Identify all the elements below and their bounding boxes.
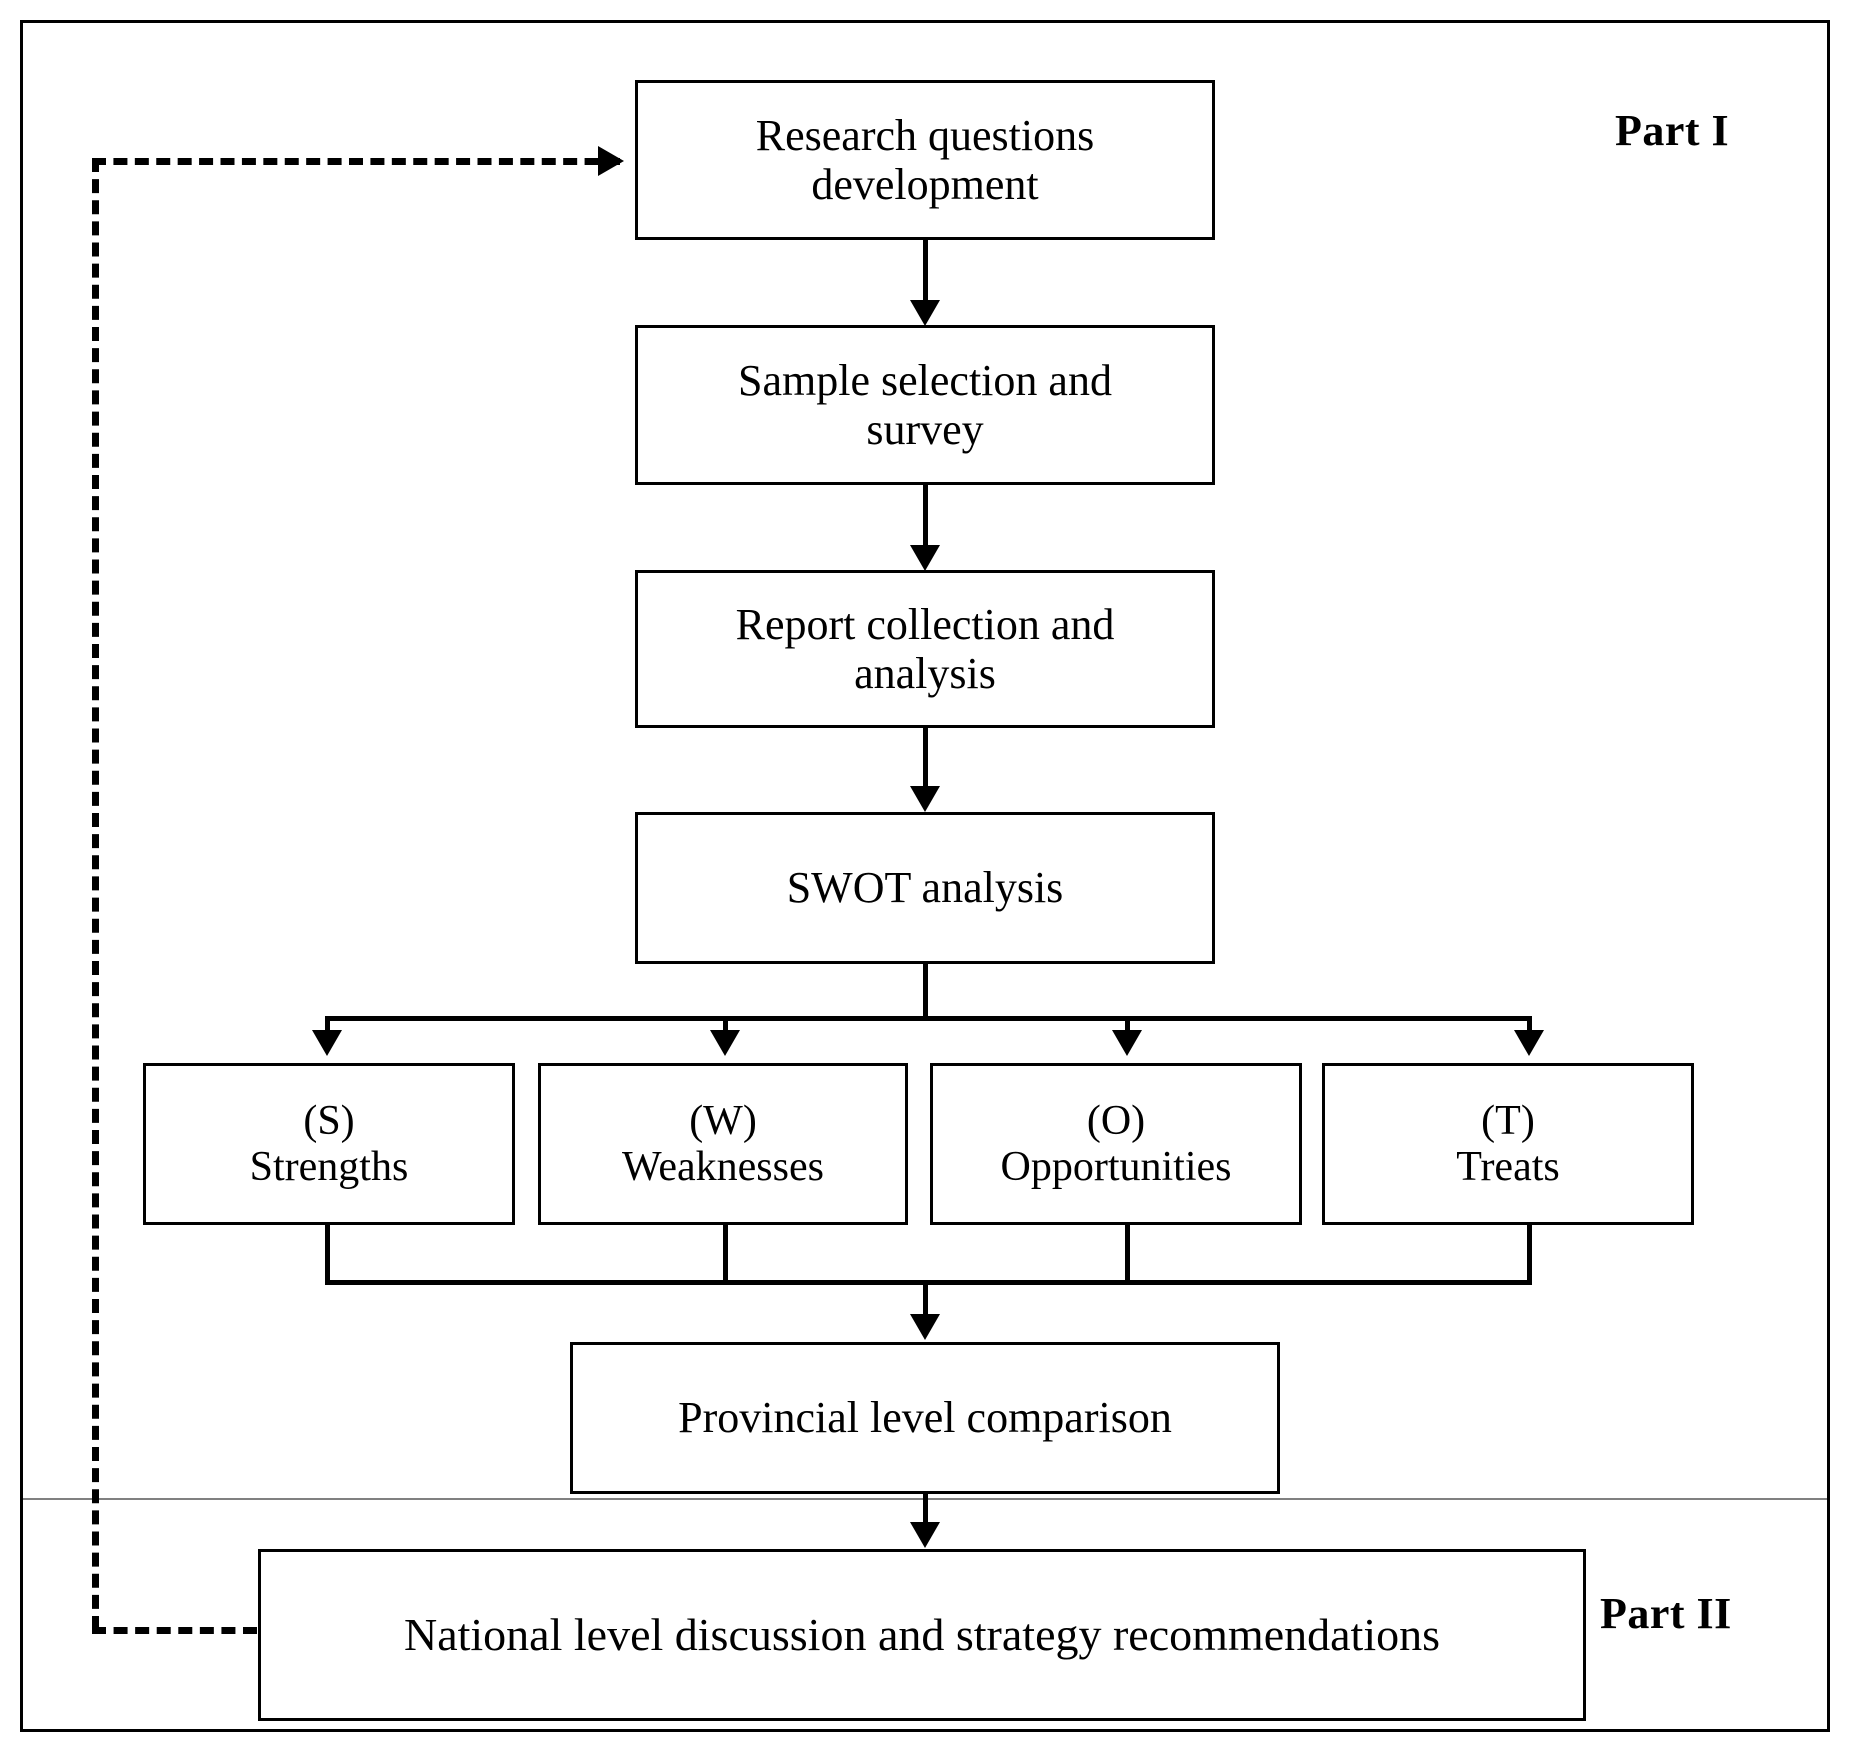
arrow-to-provincial-icon xyxy=(910,1314,940,1340)
node-swot-treats[interactable]: (T) Treats xyxy=(1322,1063,1694,1225)
connector-report-to-swot xyxy=(923,728,928,804)
node-swot-opportunities-label: Opportunities xyxy=(1000,1144,1232,1190)
arrow-to-weaknesses-icon xyxy=(710,1030,740,1056)
node-research-questions-line2: development xyxy=(811,160,1039,209)
connector-merge-t xyxy=(1527,1225,1532,1283)
connector-swot-distribution-bar xyxy=(325,1016,1527,1021)
part-two-label: Part II xyxy=(1600,1589,1732,1638)
node-swot-strengths-label: Strengths xyxy=(249,1144,409,1190)
node-report-collection[interactable]: Report collection and analysis xyxy=(635,570,1215,728)
feedback-arrow-icon xyxy=(598,146,624,176)
node-sample-selection[interactable]: Sample selection and survey xyxy=(635,325,1215,485)
node-provincial-comparison-label: Provincial level comparison xyxy=(678,1393,1172,1443)
arrow-to-opportunities-icon xyxy=(1112,1030,1142,1056)
arrow-research-to-sample-icon xyxy=(910,300,940,326)
connector-merge-to-provincial xyxy=(923,1280,928,1332)
part-one-label: Part I xyxy=(1615,106,1730,155)
arrow-to-treats-icon xyxy=(1514,1030,1544,1056)
feedback-dashed-bottom-segment xyxy=(92,1627,257,1634)
arrow-report-to-swot-icon xyxy=(910,786,940,812)
node-swot-weaknesses-code: (W) xyxy=(689,1097,757,1144)
node-national-discussion-label: National level discussion and strategy r… xyxy=(403,1609,1440,1661)
node-swot-treats-code: (T) xyxy=(1481,1097,1535,1144)
node-research-questions-line1: Research questions xyxy=(755,110,1095,160)
node-swot-weaknesses[interactable]: (W) Weaknesses xyxy=(538,1063,908,1225)
node-swot-strengths-code: (S) xyxy=(303,1097,355,1144)
node-swot-strengths[interactable]: (S) Strengths xyxy=(143,1063,515,1225)
feedback-dashed-top-segment xyxy=(92,158,620,165)
node-swot-opportunities-code: (O) xyxy=(1086,1097,1146,1144)
node-sample-selection-line1: Sample selection and xyxy=(738,355,1112,405)
connector-provincial-to-national xyxy=(923,1494,928,1542)
outer-frame xyxy=(20,20,1830,1732)
connector-merge-s xyxy=(325,1225,330,1283)
node-swot-treats-label: Treats xyxy=(1456,1144,1560,1190)
feedback-dashed-vertical-segment xyxy=(92,158,99,1630)
arrow-sample-to-report-icon xyxy=(910,545,940,571)
connector-merge-o xyxy=(1125,1225,1130,1283)
arrow-to-strengths-icon xyxy=(312,1030,342,1056)
node-national-discussion[interactable]: National level discussion and strategy r… xyxy=(258,1549,1586,1721)
node-swot-weaknesses-label: Weaknesses xyxy=(622,1144,824,1190)
connector-sample-to-report xyxy=(923,485,928,563)
node-sample-selection-line2: survey xyxy=(866,405,984,454)
node-swot-analysis-label: SWOT analysis xyxy=(786,863,1064,913)
arrow-to-national-icon xyxy=(910,1522,940,1548)
node-swot-analysis[interactable]: SWOT analysis xyxy=(635,812,1215,964)
node-report-collection-line1: Report collection and xyxy=(735,599,1115,649)
connector-merge-bar xyxy=(325,1280,1532,1285)
node-report-collection-line2: analysis xyxy=(854,649,996,698)
node-provincial-comparison[interactable]: Provincial level comparison xyxy=(570,1342,1280,1494)
connector-research-to-sample xyxy=(923,240,928,318)
node-research-questions[interactable]: Research questions development xyxy=(635,80,1215,240)
connector-merge-w xyxy=(723,1225,728,1283)
node-swot-opportunities[interactable]: (O) Opportunities xyxy=(930,1063,1302,1225)
connector-swot-trunk xyxy=(923,964,928,1018)
